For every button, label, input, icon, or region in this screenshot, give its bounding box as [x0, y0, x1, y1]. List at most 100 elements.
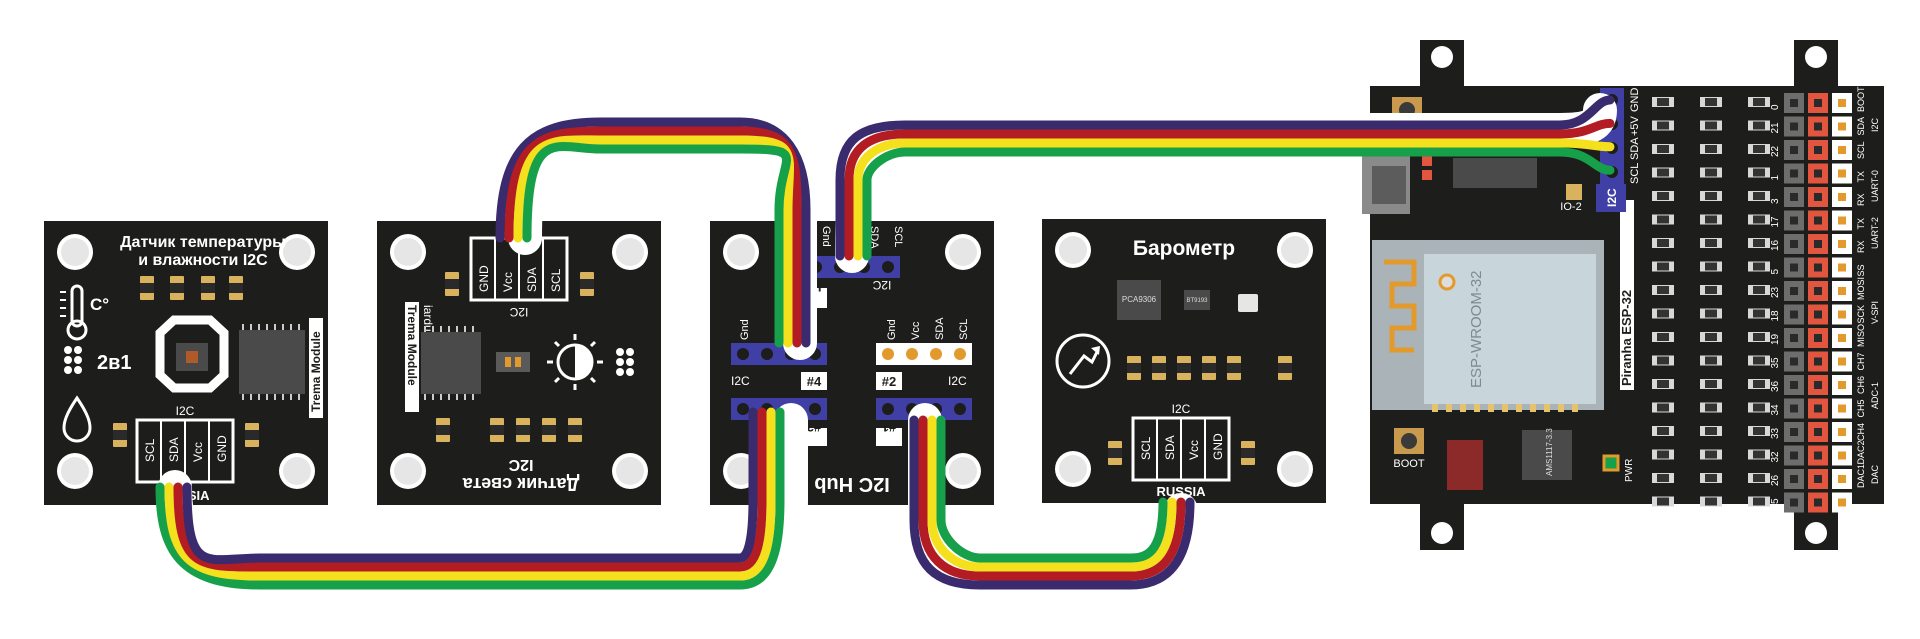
thermometer-icon	[60, 284, 88, 341]
light-pin-1: GND	[477, 265, 491, 292]
temp-sensor-title-1: Датчик температуры	[120, 234, 286, 251]
gpio-function: SCL	[1856, 141, 1866, 159]
light-title-2: I2C	[508, 456, 533, 473]
mcu-chip	[239, 330, 305, 394]
gpio-function: DAC2	[1856, 440, 1866, 464]
hub-port2-pin-1: Gnd	[886, 319, 898, 340]
gpio-number: 3	[1770, 198, 1781, 204]
wire-strand	[844, 118, 1615, 261]
barometer-chip-label: PCA9306	[1122, 295, 1157, 304]
barometer-pin-2: SDA	[1163, 435, 1177, 460]
barometer-i2c-label: I2C	[1172, 402, 1191, 416]
esp-i2c-pin-1: GND	[1629, 88, 1641, 113]
gpio-function: CH7	[1856, 352, 1866, 370]
dot-grid-icon	[64, 346, 82, 374]
light-mcu-chip	[421, 332, 481, 394]
light-sensor-chip	[496, 352, 530, 372]
gpio-number: 33	[1770, 427, 1781, 439]
gpio-number: 19	[1770, 333, 1781, 345]
gpio-row: 3 RX	[1652, 187, 1866, 207]
wire-strand	[182, 407, 758, 565]
temp-humidity-sensor-board: Датчик температуры и влажности I2C C° 2в…	[44, 221, 328, 505]
hub-port4-i2c: I2C	[731, 374, 750, 388]
light-title-1: Датчик света	[462, 474, 580, 494]
esp-i2c-block-label: I2C	[1605, 188, 1619, 207]
sun-icon	[547, 334, 603, 390]
barometer-pin-1: SCL	[1139, 436, 1153, 460]
wire-strand	[522, 142, 792, 348]
light-pin-4: SCL	[549, 268, 563, 292]
pin-group-label: I2C	[1870, 117, 1880, 132]
gpio-number: 16	[1770, 239, 1781, 251]
esp-module-label: ESP-WROOM-32	[1468, 270, 1485, 388]
pressure-sensor	[1238, 294, 1258, 312]
two-in-one-label: 2в1	[97, 352, 132, 374]
gpio-row: 18 SCK	[1652, 304, 1866, 325]
pin-group-label: ADC-1	[1870, 382, 1880, 409]
wire-strand	[927, 415, 1177, 572]
regulator-label: AMS1117-3.3	[1545, 428, 1554, 476]
gpio-function: MISO	[1856, 324, 1866, 347]
barometer-board: Барометр PCA9306 BT9193 I2C SCL SDA Vcc …	[1042, 219, 1326, 503]
voltage-regulator	[1522, 430, 1572, 480]
pin-group-label: DAC	[1870, 464, 1880, 484]
barometer-pin-4: GND	[1211, 433, 1225, 460]
drop-icon	[62, 395, 92, 443]
gpio-number: 18	[1770, 310, 1781, 322]
gpio-number: 25	[1770, 498, 1781, 510]
gpio-function: CH5	[1856, 399, 1866, 417]
gpio-number: 5	[1770, 269, 1781, 275]
gpio-number: 22	[1770, 145, 1781, 157]
wire-strand	[155, 407, 785, 590]
gpio-row: 19 MISO	[1652, 324, 1866, 348]
wire-strand	[853, 138, 1615, 261]
gpio-number: 17	[1770, 216, 1781, 228]
barometer-small-chip-label: BT9193	[1186, 298, 1208, 304]
light-sensor-board: RUSSIA GND Vcc SDA SCL I2C Trema Module …	[377, 221, 661, 505]
esp-i2c-pin-2: +5V	[1629, 115, 1641, 136]
sensor-frame	[155, 315, 229, 393]
barometer-chip	[1117, 280, 1161, 320]
gpio-number: 34	[1770, 404, 1781, 416]
hub-port2-pin-4: SCL	[958, 319, 970, 340]
wire-strand	[862, 147, 1615, 261]
esp-name-label: Piranha ESP-32	[1619, 290, 1634, 386]
gpio-function: CH4	[1856, 423, 1866, 441]
io2-label: IO-2	[1560, 201, 1581, 213]
barometer-country-label: RUSSIA	[1156, 484, 1206, 499]
gpio-function: RX	[1856, 193, 1866, 206]
gpio-function: SCK	[1856, 305, 1866, 324]
gpio-function: TX	[1856, 218, 1866, 230]
esp-i2c-pin-3: SDA	[1629, 137, 1641, 160]
hub-port4-label: #4	[807, 374, 822, 389]
hub-port1-label: #1	[882, 419, 896, 434]
pwr-label: PWR	[1624, 459, 1635, 482]
light-i2c-small: I2C	[509, 305, 528, 319]
gpio-function: TX	[1856, 171, 1866, 183]
capacitor	[1447, 440, 1483, 490]
gpio-number: 35	[1770, 357, 1781, 369]
gpio-row: 22 SCL	[1652, 140, 1866, 160]
gpio-function: SDA	[1856, 117, 1866, 136]
hub-port2-pin-2: Vcc	[910, 321, 922, 340]
gpio-function: SS	[1856, 264, 1866, 276]
hub-port3-label: #3	[807, 419, 821, 434]
esp-i2c-pin-4: SCL	[1629, 163, 1641, 184]
light-dot-grid	[616, 348, 634, 376]
gpio-function: DAC1	[1856, 464, 1866, 488]
wire-strand	[495, 117, 811, 348]
light-pin-2: Vcc	[501, 272, 515, 292]
light-trema-label: Trema Module	[405, 305, 419, 386]
hub-top-pin-4: SCL	[892, 226, 904, 247]
wire-strand	[173, 407, 767, 572]
gpio-row: 34 CH5	[1652, 398, 1866, 419]
cable-light-to-hub	[495, 111, 817, 360]
gpio-row: 35 CH7	[1652, 351, 1866, 372]
